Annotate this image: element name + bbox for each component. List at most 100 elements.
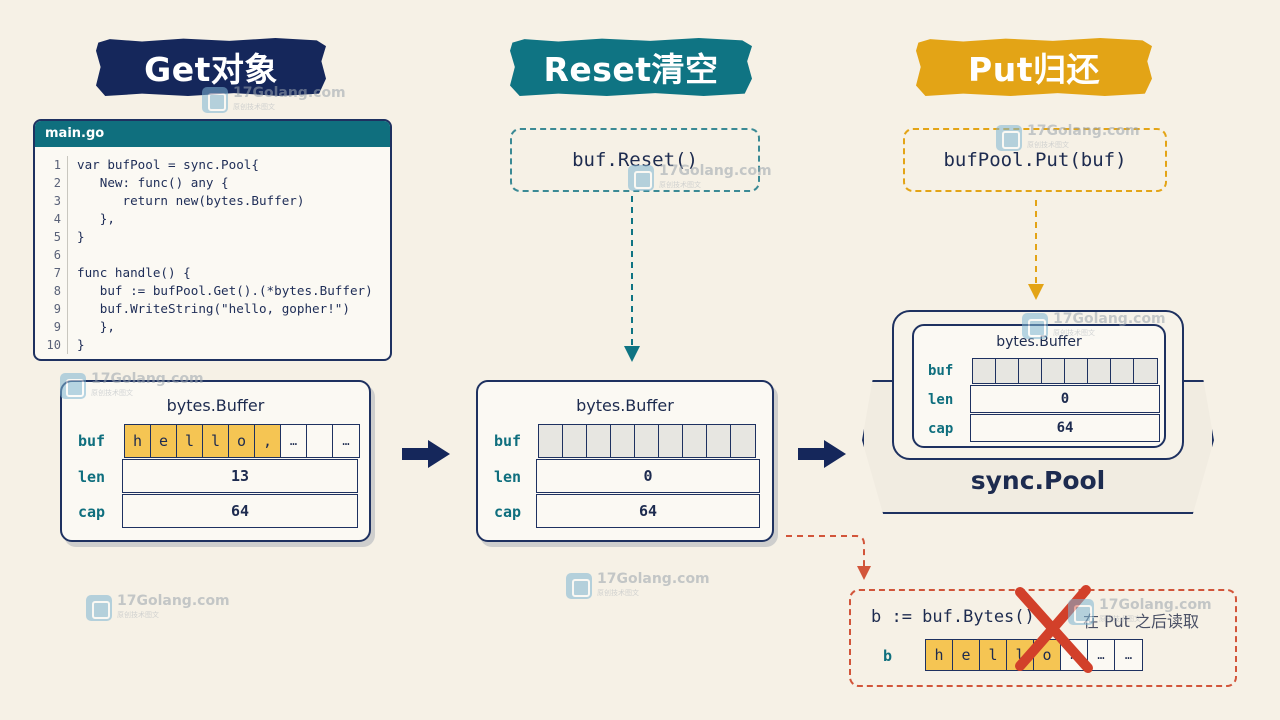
put-call: bufPool.Put(buf) [903, 128, 1167, 192]
reset-buf-cells [538, 424, 756, 458]
buffer-cell: , [255, 425, 281, 457]
watermark-logo-icon [60, 373, 86, 399]
line-number: 6 [53, 248, 61, 262]
buffer-cell [611, 425, 635, 457]
warning-code: b := buf.Bytes() [871, 607, 1035, 627]
warning-connector-icon [786, 535, 871, 580]
buf-label: buf [928, 363, 954, 379]
buffer-cell [563, 425, 587, 457]
watermark-sub: 原创技术图文 [597, 589, 639, 597]
watermark: 17Golang.com 原创技术图文 [566, 572, 710, 600]
cap-value: 64 [536, 494, 760, 528]
cap-label: cap [494, 503, 522, 521]
reset-buffer-card: bytes.Buffer buf len 0 cap 64 [476, 380, 774, 542]
put-call-text: bufPool.Put(buf) [943, 149, 1127, 171]
line-number: 8 [53, 284, 61, 298]
buffer-cell: … [1115, 640, 1142, 670]
watermark: 17Golang.com 原创技术图文 [628, 164, 772, 192]
code-line: }, [77, 211, 115, 226]
buffer-cell: l [203, 425, 229, 457]
code-line: } [77, 337, 85, 352]
cap-value: 64 [122, 494, 358, 528]
watermark-sub: 原创技术图文 [117, 611, 159, 619]
cap-label: cap [928, 421, 954, 437]
len-label: len [494, 468, 522, 486]
code-line: buf := bufPool.Get().(*bytes.Buffer) [77, 283, 373, 298]
code-line: New: func() any { [77, 175, 229, 190]
buffer-cell [1088, 359, 1111, 383]
buffer-cell: l [980, 640, 1007, 670]
watermark-text: 17Golang.com [597, 571, 710, 587]
reset-call: buf.Reset() [510, 128, 760, 192]
buffer-cell [731, 425, 755, 457]
buffer-cell: … [333, 425, 359, 457]
watermark-text: 17Golang.com [1053, 311, 1166, 327]
watermark-text: 17Golang.com [233, 85, 346, 101]
line-number: 3 [53, 194, 61, 208]
buffer-cell [1042, 359, 1065, 383]
watermark: 17Golang.com 原创技术图文 [86, 594, 230, 622]
buffer-title: bytes.Buffer [166, 396, 265, 415]
line-number: 5 [53, 230, 61, 244]
buffer-cell [587, 425, 611, 457]
buf-label: buf [78, 432, 106, 450]
buffer-cell [973, 359, 996, 383]
buffer-cell: h [926, 640, 953, 670]
len-label: len [78, 468, 106, 486]
line-number: 4 [53, 212, 61, 226]
watermark-sub: 原创技术图文 [659, 181, 701, 189]
pooled-buffer-card: bytes.Buffer buf len 0 cap 64 [912, 324, 1166, 448]
buffer-cell: … [281, 425, 307, 457]
buffer-cell [539, 425, 563, 457]
flow-arrow-icon [798, 440, 846, 468]
line-number: 9 [53, 302, 61, 316]
buffer-cell [659, 425, 683, 457]
buffer-cell [683, 425, 707, 457]
watermark: 17Golang.com 原创技术图文 [202, 86, 346, 114]
watermark-logo-icon [1022, 313, 1048, 339]
reset-title: Reset清空 [510, 38, 752, 96]
watermark-text: 17Golang.com [659, 163, 772, 179]
invalid-cross-icon [1015, 585, 1093, 673]
code-filename: main.go [35, 121, 390, 147]
b-label: b [883, 647, 893, 665]
watermark-text: 17Golang.com [1027, 123, 1140, 139]
buffer-cell [996, 359, 1019, 383]
code-line: var bufPool = sync.Pool{ [77, 157, 259, 172]
code-line [77, 246, 373, 264]
buffer-cell: … [1088, 640, 1115, 670]
buffer-cell: e [151, 425, 177, 457]
flow-arrow-icon [402, 440, 450, 468]
line-number: 10 [46, 338, 61, 352]
watermark-logo-icon [1068, 599, 1094, 625]
len-value: 0 [970, 385, 1160, 413]
put-title: Put归还 [916, 38, 1152, 96]
watermark-logo-icon [566, 573, 592, 599]
buf-label: buf [494, 432, 522, 450]
watermark: 17Golang.com 原创技术图文 [996, 124, 1140, 152]
watermark-sub: 原创技术图文 [233, 103, 275, 111]
watermark-text: 17Golang.com [91, 371, 204, 387]
watermark-text: 17Golang.com [1099, 597, 1212, 613]
watermark-logo-icon [996, 125, 1022, 151]
reset-call-text: buf.Reset() [572, 149, 698, 171]
watermark-text: 17Golang.com [117, 593, 230, 609]
code-line: }, [77, 319, 115, 334]
len-label: len [928, 392, 954, 408]
get-title: Get对象 [96, 38, 326, 96]
buffer-cell [1019, 359, 1042, 383]
buffer-cell [707, 425, 731, 457]
watermark-sub: 原创技术图文 [1027, 141, 1069, 149]
watermark-logo-icon [628, 165, 654, 191]
buffer-cell: o [229, 425, 255, 457]
buffer-cell [1134, 359, 1157, 383]
